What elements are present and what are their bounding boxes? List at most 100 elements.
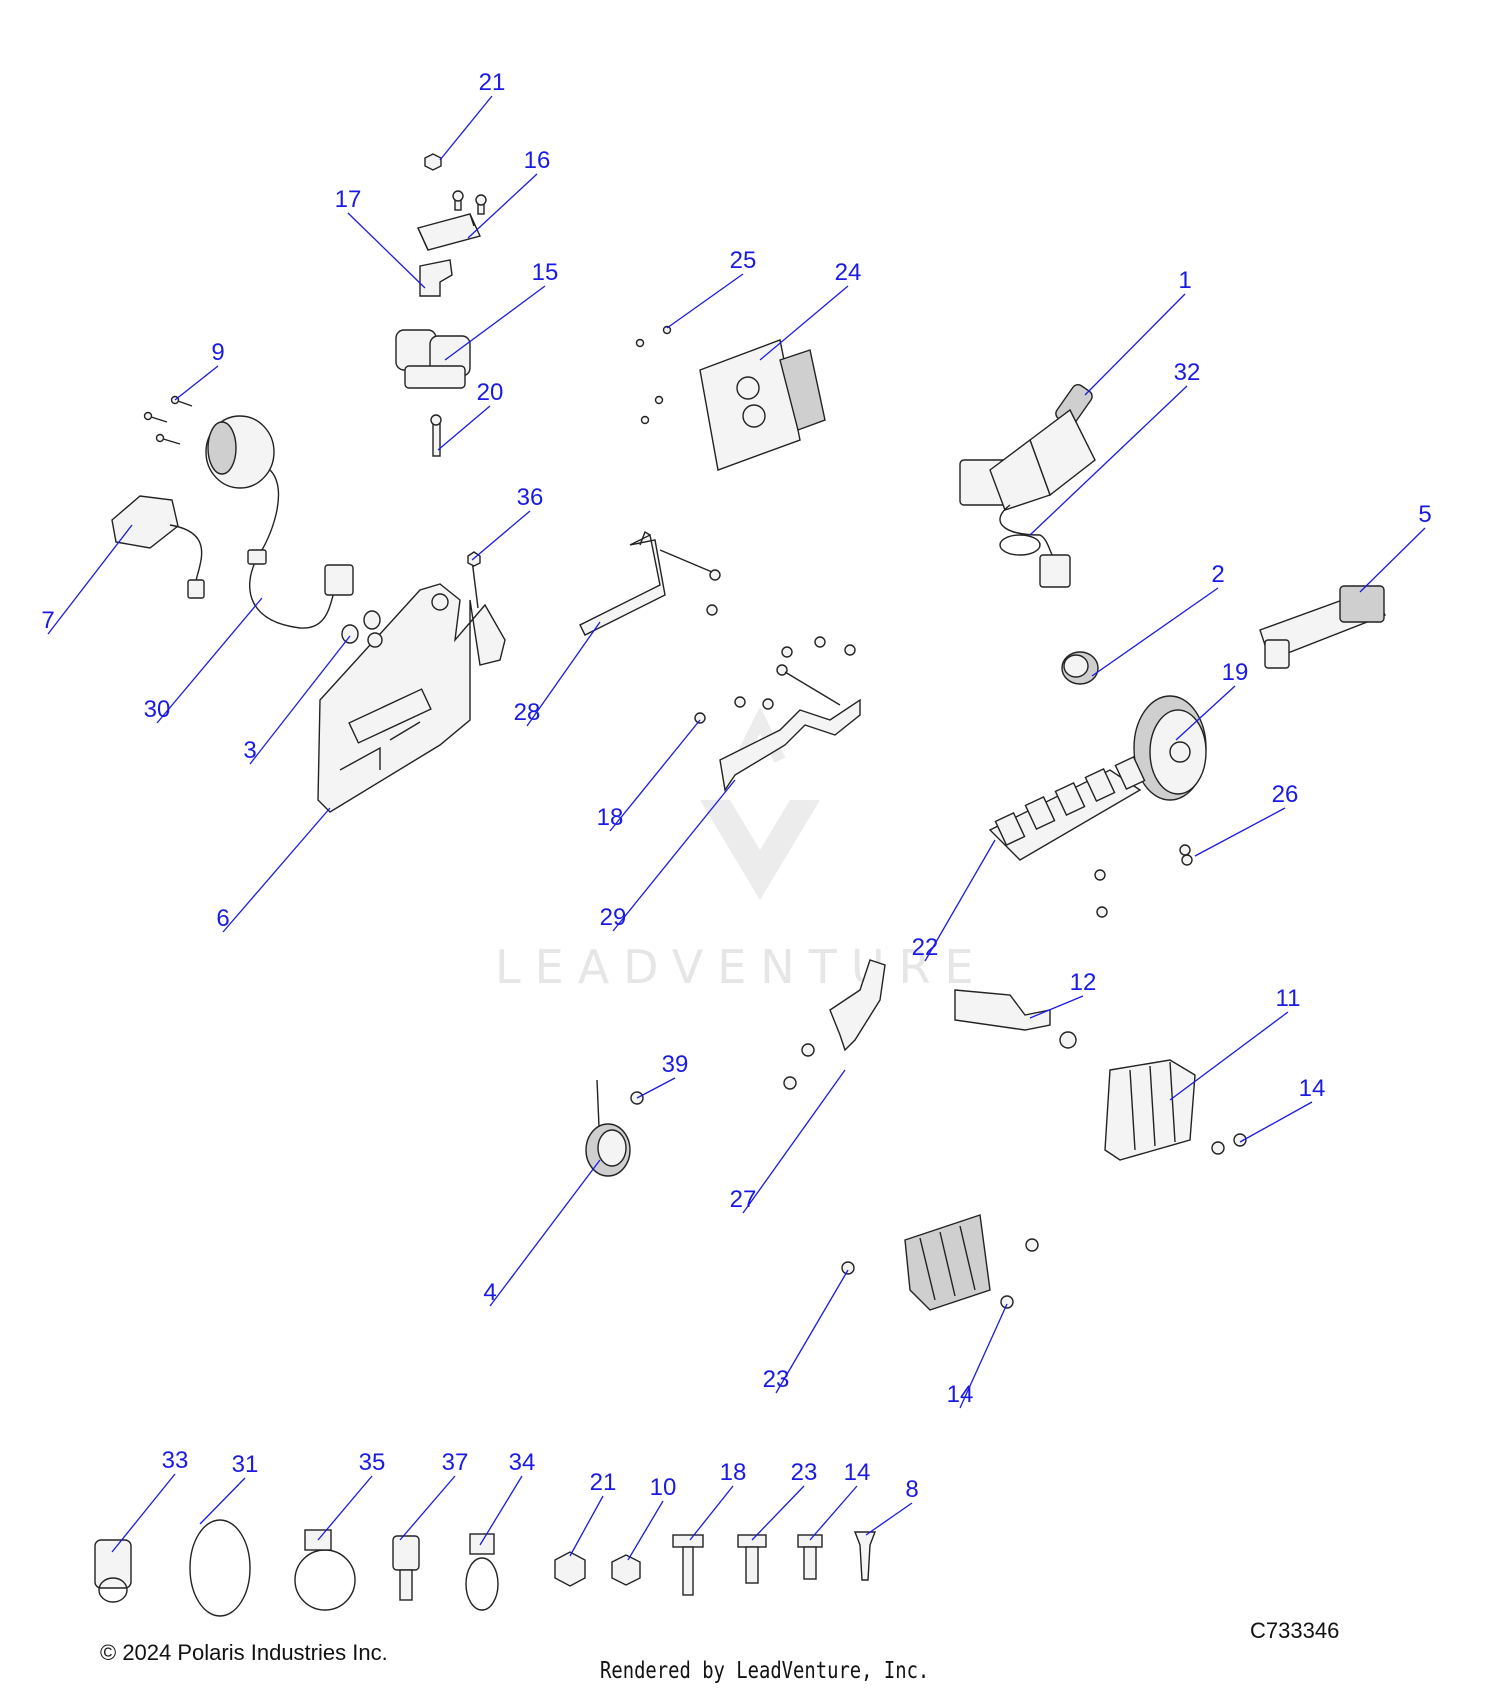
leader-line [1029, 385, 1188, 536]
callout-number: 18 [597, 804, 624, 831]
callout-number: 23 [763, 1366, 790, 1393]
callout-number: 6 [216, 905, 229, 932]
leader-line [47, 524, 133, 635]
callout-number: 14 [1299, 1075, 1326, 1102]
watermark-text: LEADVENTURE [495, 940, 988, 994]
callout-number: 14 [947, 1381, 974, 1408]
rendered-by-text: Rendered by LeadVenture, Inc. [600, 1658, 930, 1684]
screws-25 [635, 325, 672, 425]
callout-number: 2 [1211, 561, 1224, 588]
leader-line [1175, 685, 1236, 741]
callout-number: 1 [1178, 267, 1191, 294]
leader-lines [47, 95, 1426, 1561]
leader-line [569, 1495, 604, 1557]
leader-line [1169, 1011, 1289, 1101]
callout-number: 19 [1222, 659, 1249, 686]
leader-line [437, 405, 491, 451]
leader-line [222, 807, 331, 933]
leader-line [759, 285, 849, 361]
leader-line [1359, 527, 1426, 593]
callout-number: 10 [650, 1474, 677, 1501]
screws-9 [143, 395, 193, 445]
leader-line [199, 1477, 246, 1525]
heatsink-module [841, 1214, 1039, 1311]
bracket-27 [783, 959, 886, 1090]
callout-number: 11 [1276, 985, 1301, 1012]
bracket-29 [694, 636, 861, 792]
leader-line [479, 1475, 523, 1546]
leader-line [1194, 807, 1286, 857]
callout-number: 4 [483, 1279, 496, 1306]
leader-line [666, 273, 744, 329]
relay-rail-22 [988, 756, 1146, 861]
callout-number: 16 [524, 147, 551, 174]
leader-line [444, 285, 546, 361]
mounting-bracket-6 [317, 551, 506, 813]
hardware-row [94, 1519, 877, 1617]
leader-line [1029, 995, 1084, 1019]
leader-line [809, 1485, 858, 1541]
leader-line [467, 173, 538, 239]
callout-number: 8 [905, 1476, 918, 1503]
leader-line [1091, 587, 1219, 677]
cap-19 [1133, 695, 1207, 801]
drawing-number: C733346 [1250, 1618, 1340, 1643]
leader-line [526, 621, 601, 727]
callout-number: 30 [144, 696, 171, 723]
callout-number: 25 [730, 247, 757, 274]
callout-number: 21 [479, 69, 506, 96]
leader-line [439, 95, 493, 161]
leader-line [959, 1303, 1008, 1409]
nut-21-top [424, 153, 442, 171]
leader-line [317, 1475, 373, 1541]
leader-line [489, 1159, 601, 1307]
callout-number: 5 [1418, 501, 1431, 528]
leader-line [627, 1500, 664, 1561]
callout-number: 31 [232, 1451, 259, 1478]
callout-number: 12 [1070, 969, 1097, 996]
callout-number: 9 [211, 339, 224, 366]
switch-7 [111, 495, 205, 599]
leader-line [775, 1269, 849, 1394]
bracket-28 [579, 530, 721, 636]
callout-number: 34 [509, 1449, 536, 1476]
leader-line [609, 719, 701, 832]
callout-number: 23 [791, 1459, 818, 1486]
leader-line [249, 635, 351, 765]
leader-line [174, 365, 219, 401]
callout-number: 32 [1174, 359, 1201, 386]
callout-number: 18 [720, 1459, 747, 1486]
callout-number: 7 [41, 607, 54, 634]
stalk-switch-1 [959, 383, 1096, 588]
leader-line [471, 510, 531, 561]
callout-number: 37 [442, 1449, 469, 1476]
regulator-11 [1104, 1059, 1247, 1161]
callout-number: 22 [912, 934, 939, 961]
clip-17 [419, 259, 453, 297]
bracket-12 [954, 989, 1077, 1049]
leader-line [689, 1485, 734, 1541]
sensor-harness-30 [205, 415, 354, 629]
bracket-16 [417, 190, 487, 251]
leader-line [399, 1475, 456, 1541]
leader-line [742, 1069, 846, 1214]
leader-line [636, 1077, 676, 1099]
callout-number: 35 [359, 1449, 386, 1476]
callout-number: 3 [243, 737, 256, 764]
leader-line [865, 1502, 913, 1536]
callout-number: 14 [844, 1459, 871, 1486]
copyright-text: © 2024 Polaris Industries Inc. [100, 1640, 388, 1665]
leader-line [1084, 293, 1186, 396]
callout-number: 17 [335, 186, 362, 213]
callout-number: 27 [730, 1186, 757, 1213]
leader-line [1239, 1101, 1313, 1143]
connector-2 [1061, 651, 1099, 685]
leader-line [924, 839, 996, 962]
grommets-3 [341, 610, 381, 644]
callout-number: 21 [590, 1469, 617, 1496]
screw-20 [430, 414, 442, 457]
screws-26 [1094, 844, 1193, 918]
